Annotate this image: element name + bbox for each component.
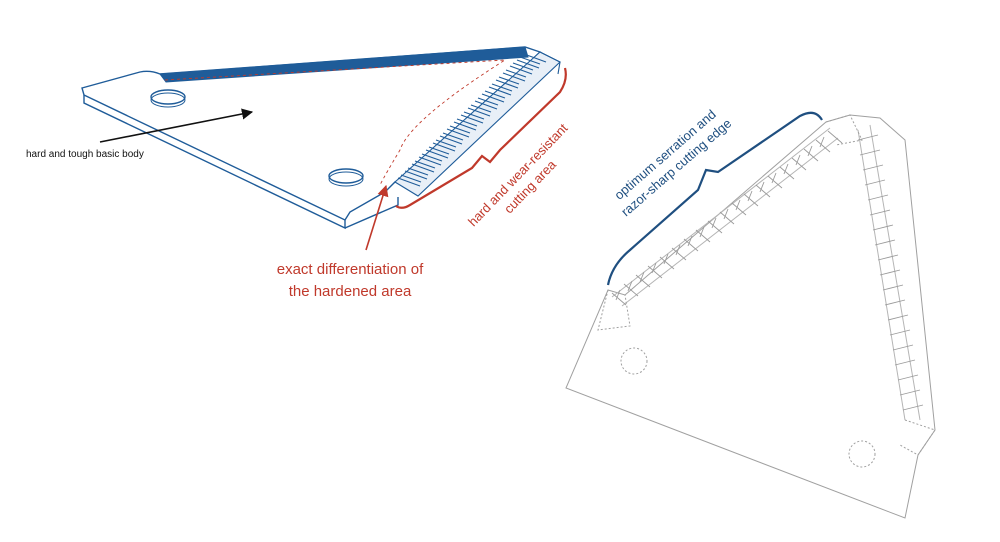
differentiation-arrow bbox=[365, 184, 389, 251]
label-basic-body: hard and tough basic body bbox=[26, 149, 144, 160]
mounting-hole bbox=[620, 347, 648, 375]
serrated-cutting-edge bbox=[394, 51, 561, 197]
serration-bracket bbox=[606, 111, 823, 286]
label-differentiation-line1: exact differentiation of bbox=[277, 261, 424, 278]
mounting-hole bbox=[150, 89, 186, 105]
label-serration-line1: optimum serration and bbox=[611, 107, 718, 203]
mounting-hole bbox=[848, 440, 876, 468]
body-arrow bbox=[99, 108, 254, 143]
cutting-area-bracket bbox=[395, 67, 567, 209]
label-serration-line2: razor-sharp cutting edge bbox=[618, 116, 734, 220]
left-knife-section bbox=[81, 46, 561, 230]
right-knife-section bbox=[565, 114, 936, 519]
mounting-hole bbox=[328, 168, 364, 184]
label-differentiation-line2: the hardened area bbox=[289, 283, 412, 300]
